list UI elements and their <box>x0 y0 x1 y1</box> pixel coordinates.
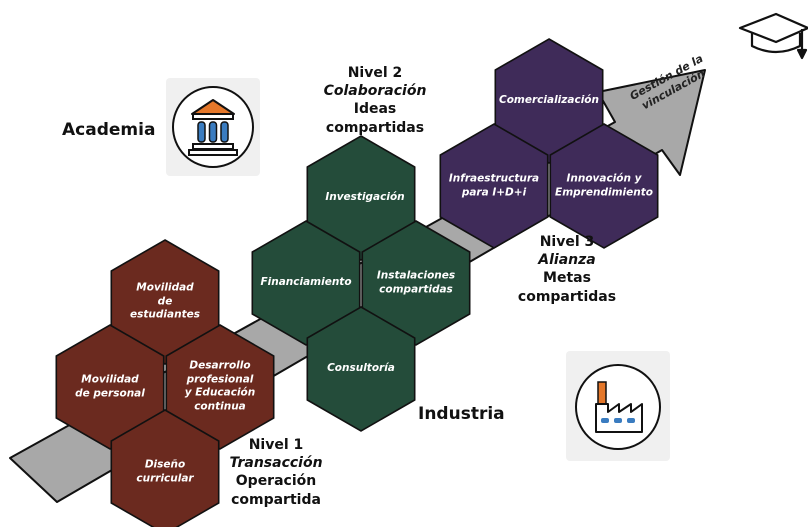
hex-innovacion <box>549 123 659 249</box>
level-1-caption: Nivel 1 Transacción Operación compartida <box>216 436 336 509</box>
hex-label-financiamiento: Financiamiento <box>260 276 352 289</box>
level-1-subtitle: Transacción <box>229 455 323 472</box>
graduation-cap-icon <box>738 12 808 60</box>
hex-label-infraestructura: Infraestructura para I+D+i <box>448 172 540 198</box>
hex-instalaciones <box>361 220 471 346</box>
sector-academia: Academia <box>62 120 156 140</box>
level-1-title: Nivel 1 <box>248 437 304 453</box>
hex-infraestructura <box>439 123 549 249</box>
level-3-title: Nivel 3 <box>539 234 595 250</box>
sector-industria: Industria <box>418 404 505 424</box>
level-2-desc-line2: compartidas <box>325 119 425 136</box>
hex-label-innovacion: Innovación y Emprendimiento <box>555 172 653 198</box>
level-1-desc-line1: Operación <box>235 473 317 490</box>
hex-label-consultoria: Consultoría <box>327 362 395 375</box>
level-3-subtitle: Alianza <box>538 252 596 269</box>
level-2-desc-line1: Ideas <box>353 101 397 118</box>
level-2-subtitle: Colaboración <box>323 83 427 100</box>
hexagon-group <box>55 38 659 527</box>
level-2-title: Nivel 2 <box>347 65 403 81</box>
hex-label-desarrollo-profesional: Desarrollo profesional y Educación conti… <box>184 359 256 413</box>
hex-diseno-curricular <box>110 409 220 527</box>
hex-consultoria <box>306 306 416 432</box>
hex-movilidad-estudiantes <box>110 239 220 365</box>
hex-label-diseno-curricular: Diseño curricular <box>136 458 194 484</box>
hex-movilidad-personal <box>55 324 165 450</box>
hex-label-investigacion: Investigación <box>325 191 405 204</box>
level-3-desc-line2: compartidas <box>517 288 617 305</box>
level-1-desc-line2: compartida <box>231 491 321 508</box>
hex-label-instalaciones: Instalaciones compartidas <box>376 269 456 295</box>
hex-investigacion <box>306 135 416 261</box>
hex-desarrollo-profesional <box>165 324 275 450</box>
hex-label-movilidad-personal: Movilidad de personal <box>75 373 145 399</box>
hex-label-movilidad-estudiantes: Movilidad de estudiantes <box>130 281 200 321</box>
hex-comercializacion <box>494 38 604 164</box>
hex-label-comercializacion: Comercialización <box>499 94 599 107</box>
hex-financiamiento <box>251 220 361 346</box>
level-3-caption: Nivel 3 Alianza Metas compartidas <box>507 233 627 306</box>
level-3-desc-line1: Metas <box>543 270 591 287</box>
factory-icon <box>575 364 661 450</box>
university-building-icon <box>172 86 254 168</box>
level-2-caption: Nivel 2 Colaboración Ideas compartidas <box>300 64 450 137</box>
